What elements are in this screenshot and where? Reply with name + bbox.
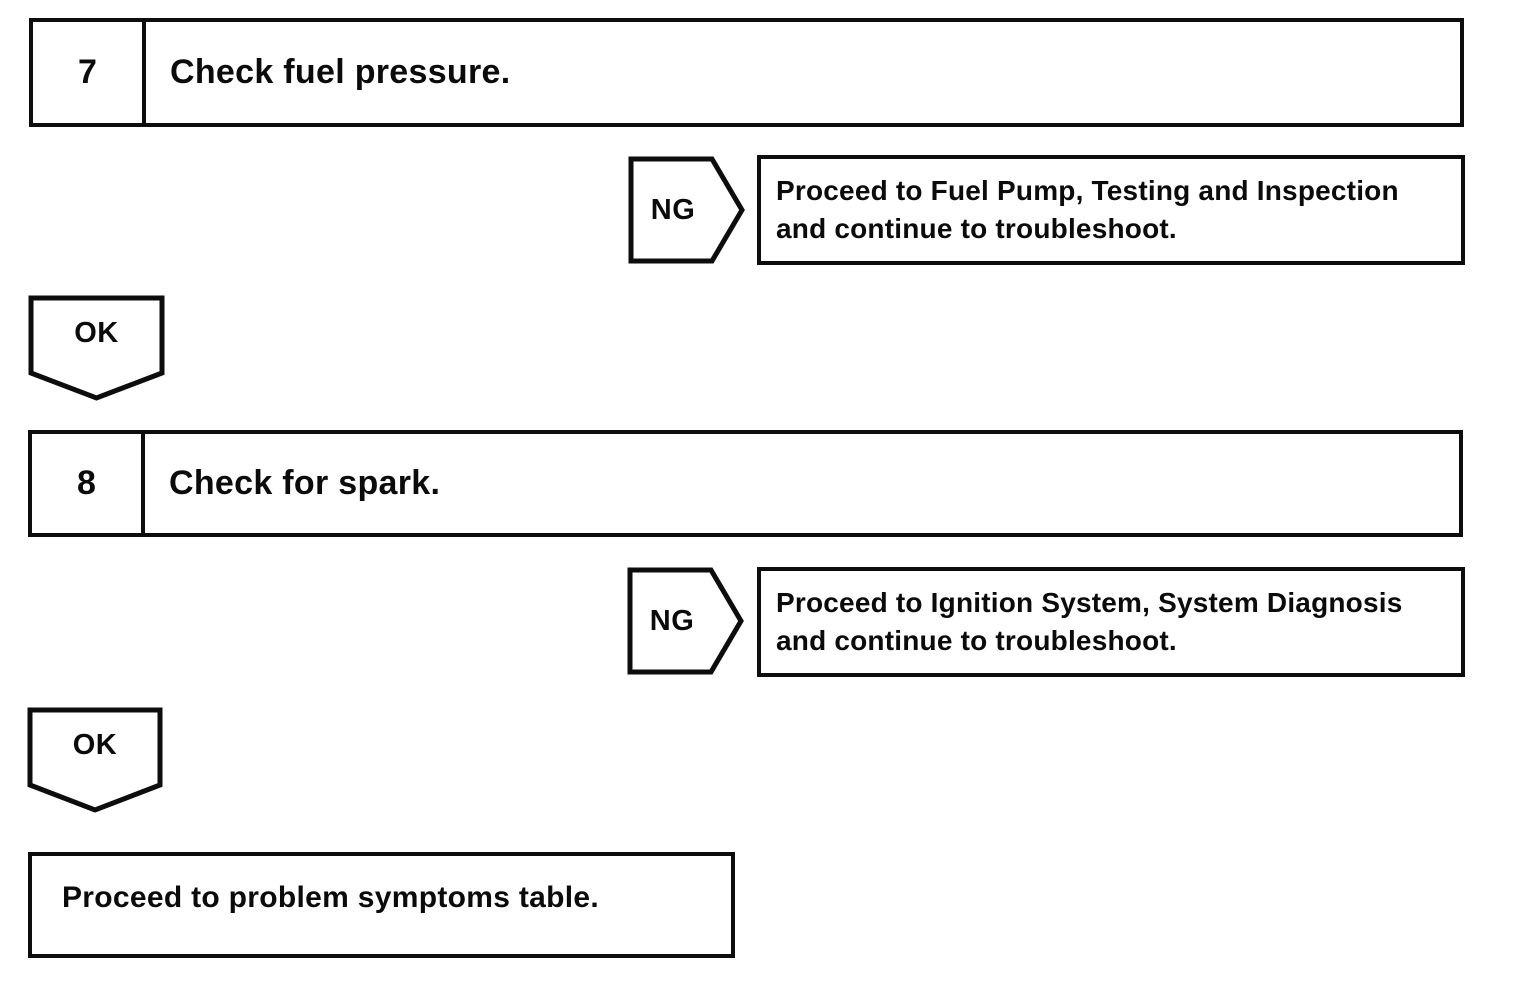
step-box-7: 7 Check fuel pressure. <box>29 18 1464 127</box>
ok-label: OK <box>72 728 118 761</box>
ng-connector-step7: NG <box>628 156 746 264</box>
ok-connector-step7: OK <box>28 295 165 401</box>
final-action-box: Proceed to problem symptoms table. <box>28 852 735 958</box>
ok-pentagon-shape <box>28 295 165 401</box>
ng-result-line2: and continue to troubleshoot. <box>776 213 1177 244</box>
ng-label: NG <box>649 604 695 637</box>
step-number: 8 <box>32 434 145 533</box>
ok-connector-step8: OK <box>27 707 163 813</box>
ng-pentagon-shape <box>627 567 744 675</box>
final-action-text: Proceed to problem symptoms table. <box>62 881 599 914</box>
step-instruction: Check for spark. <box>169 464 441 502</box>
ng-result-box-step7: Proceed to Fuel Pump, Testing and Inspec… <box>757 155 1465 265</box>
ng-connector-step8: NG <box>627 567 745 675</box>
step-number: 7 <box>33 22 146 123</box>
ng-pentagon-shape <box>628 156 745 264</box>
ng-label: NG <box>650 193 696 226</box>
ok-label: OK <box>74 316 119 349</box>
ng-result-line1: Proceed to Fuel Pump, Testing and Inspec… <box>776 175 1399 206</box>
step-box-8: 8 Check for spark. <box>28 430 1463 537</box>
ng-result-line1: Proceed to Ignition System, System Diagn… <box>776 587 1403 618</box>
ng-result-line2: and continue to troubleshoot. <box>776 625 1177 656</box>
ok-pentagon-shape <box>27 707 163 813</box>
step-instruction: Check fuel pressure. <box>170 53 511 91</box>
ng-result-box-step8: Proceed to Ignition System, System Diagn… <box>757 567 1465 677</box>
